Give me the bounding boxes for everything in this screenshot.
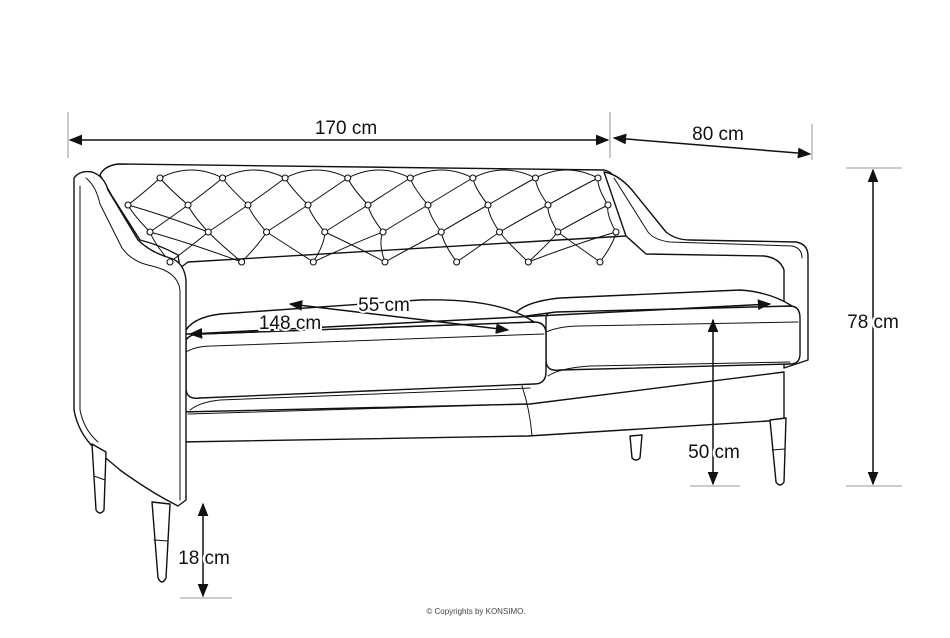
tufting-button: [204, 228, 212, 236]
tufting-button: [262, 228, 271, 236]
tufting-button: [453, 258, 461, 266]
tufting-button: [244, 201, 252, 209]
tufting-button: [544, 201, 552, 209]
dimension-lines: [67, 112, 902, 599]
tufting-button: [309, 258, 317, 266]
tufting-line: [557, 204, 609, 233]
right-seat-cushion: [545, 305, 801, 371]
tufting-button: [219, 174, 227, 182]
tufting-button: [166, 258, 174, 266]
tufting-button: [406, 174, 414, 182]
tufting-buttons: [124, 174, 620, 266]
tufting-line: [472, 169, 536, 179]
tufting-line: [527, 231, 617, 263]
tufting-button: [594, 174, 602, 182]
label-height: 78 cm: [847, 312, 899, 333]
tufting-button: [469, 174, 477, 182]
tufting-button: [124, 201, 132, 209]
leg-back-left: [91, 443, 107, 514]
leg-back-right: [629, 434, 643, 461]
tufting-button: [238, 258, 246, 266]
tufting-button: [364, 201, 372, 209]
tufting-line: [347, 169, 411, 179]
tufting-line: [222, 169, 286, 179]
tufting-button: [321, 228, 329, 236]
tufting-button: [554, 228, 562, 236]
tufting-line: [266, 231, 314, 263]
tufting-button: [495, 228, 504, 236]
label-seat-width: 148 cm: [259, 313, 321, 334]
tufting-line: [159, 169, 224, 179]
dim-arrow-depth: [612, 133, 812, 159]
tufting-button: [184, 201, 192, 209]
tufting-button: [437, 228, 445, 236]
tufting-button: [596, 258, 604, 266]
tufting-line: [384, 231, 442, 263]
tufting-button: [612, 228, 620, 236]
tufting-button: [484, 201, 492, 209]
label-seat-height: 50 cm: [688, 442, 740, 463]
tufting-line: [547, 177, 599, 206]
tufting-button: [344, 174, 352, 182]
leg-front-right: [769, 417, 787, 486]
label-seat-depth: 55 cm: [358, 295, 410, 316]
sofa-outline: [73, 163, 809, 583]
sofa-backrest: [99, 163, 627, 269]
right-armrest: [603, 171, 809, 369]
leg-front-left: [151, 501, 171, 583]
tufting-button: [524, 258, 532, 266]
tufting-button: [604, 201, 612, 209]
tufting-button: [381, 258, 389, 266]
tufting-line: [312, 231, 384, 263]
dimension-labels: 170 cm 80 cm 78 cm 55 cm 148 cm 50 cm 18…: [176, 118, 902, 616]
label-depth: 80 cm: [692, 124, 744, 145]
tufting-button: [304, 201, 312, 209]
label-width: 170 cm: [315, 118, 377, 139]
dim-arrow-seat-width: [188, 299, 772, 339]
label-leg-height: 18 cm: [178, 548, 230, 569]
tufting-button: [281, 174, 289, 182]
tufting-button: [156, 174, 164, 182]
tufting-button: [531, 174, 539, 182]
tufting-button: [146, 228, 154, 236]
tufting-button: [424, 201, 432, 209]
tufting-line: [499, 204, 549, 233]
left-seat-cushion: [185, 321, 547, 399]
copyright-notice: © Copyrights by KONSIMO.: [426, 607, 525, 616]
tufting-line: [409, 169, 474, 179]
tufting-line: [534, 169, 599, 179]
tufting-line: [127, 204, 209, 233]
tufting-line: [284, 169, 349, 179]
tufting-button: [379, 228, 387, 236]
